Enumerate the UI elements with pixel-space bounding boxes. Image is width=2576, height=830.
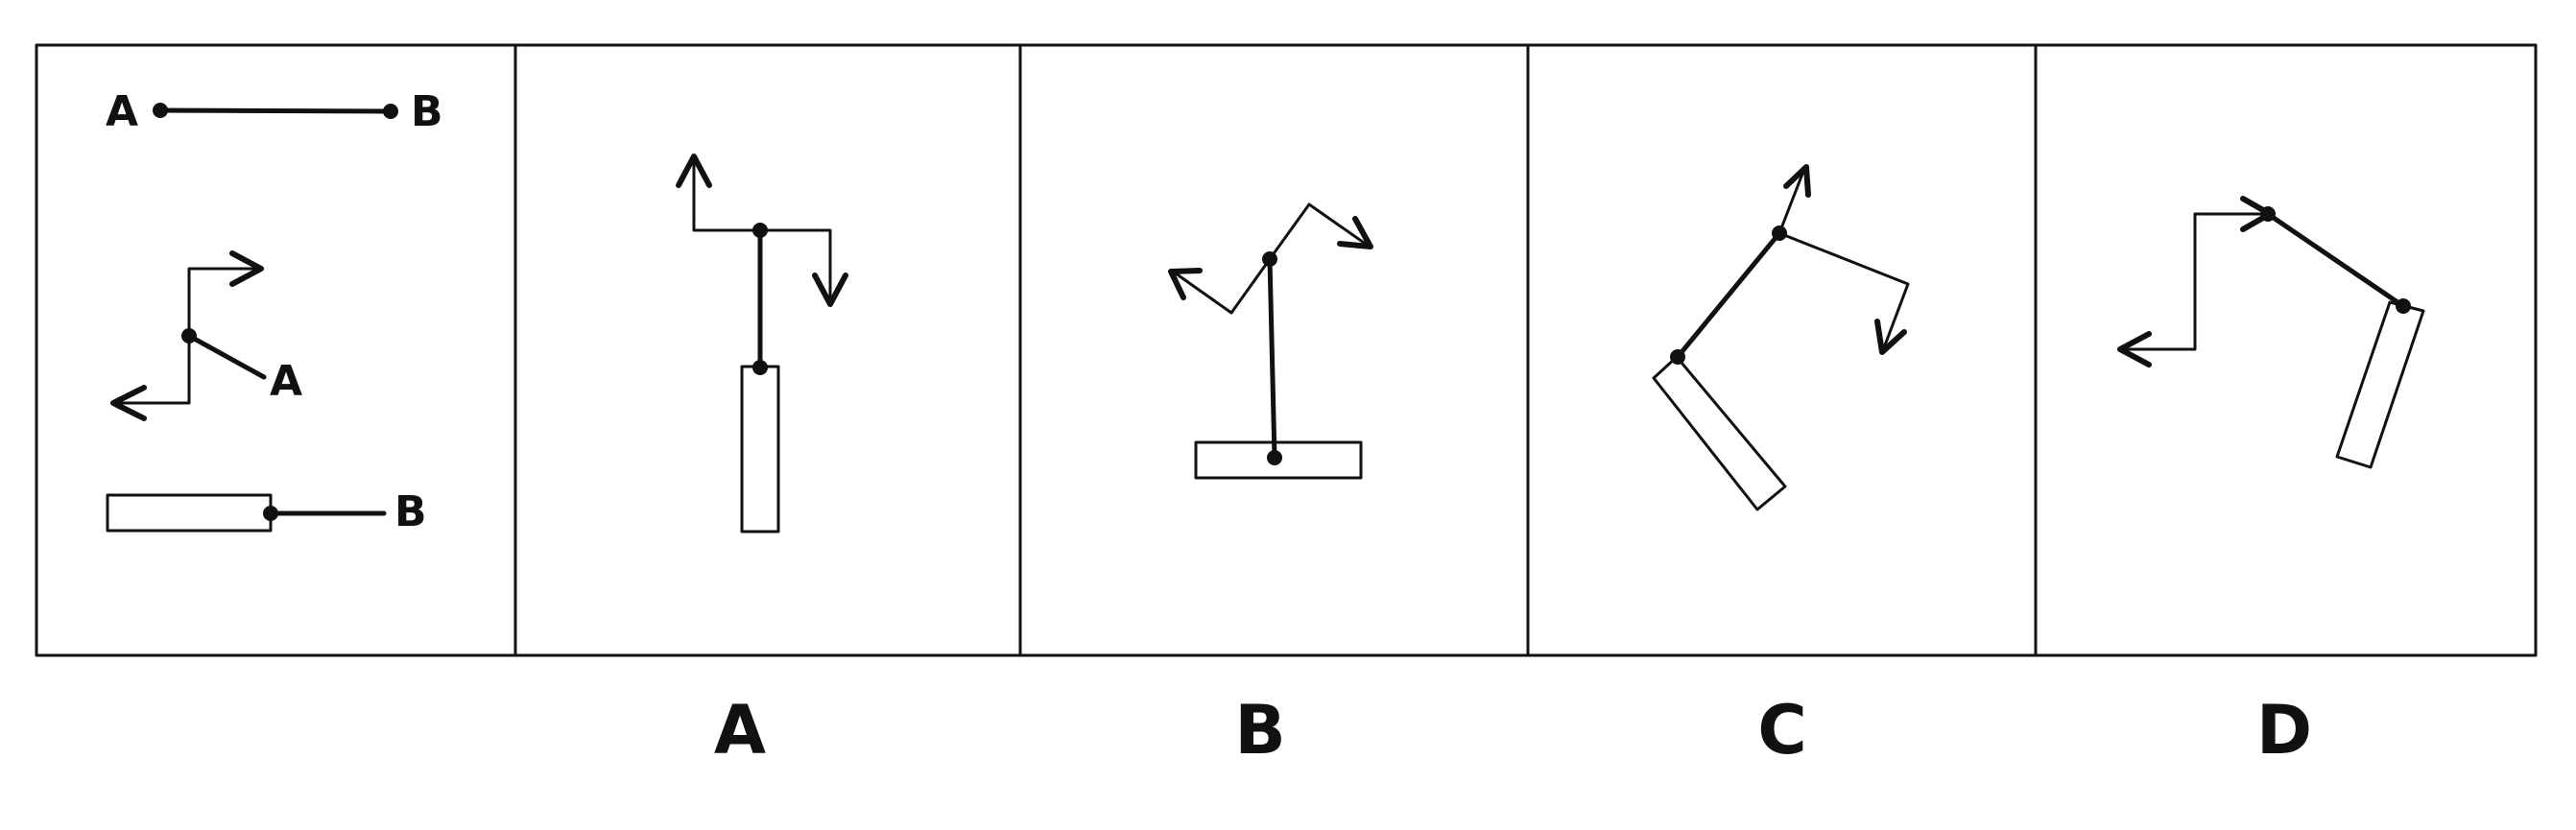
reference-point-b — [383, 104, 398, 119]
option-b-joint-top — [1262, 251, 1277, 267]
arrow-head-icon — [2117, 331, 2152, 368]
arrow-head-icon — [229, 250, 264, 287]
option-c-arrow-down — [1777, 231, 1910, 352]
option-a-joint-top — [752, 223, 768, 238]
reference-arrow-up-right — [187, 267, 261, 338]
reference-label-a: A — [106, 87, 138, 136]
reference-arrow-down-left — [113, 334, 191, 405]
option-label-a[interactable]: A — [714, 691, 766, 770]
arrow-head-icon — [676, 154, 712, 188]
reference-arm — [186, 333, 267, 380]
option-a-arrow-left — [692, 156, 762, 232]
arrow-head-icon — [1874, 319, 1907, 355]
option-d-rod — [2265, 211, 2406, 309]
option-b-rod — [1267, 256, 1277, 461]
option-a-joint-bottom — [752, 360, 768, 375]
option-c-figure — [1652, 164, 1910, 511]
option-label-d[interactable]: D — [2256, 691, 2312, 770]
option-label-b[interactable]: B — [1234, 691, 1285, 770]
reference-point-a — [153, 103, 168, 118]
option-b-arrow-left — [1174, 257, 1272, 315]
option-c-arrow-up — [1777, 167, 1806, 235]
reference-block-label: B — [394, 487, 427, 536]
option-c-joint-bottom — [1670, 349, 1685, 365]
arrow-head-icon — [1783, 164, 1811, 198]
reference-panel — [106, 103, 398, 533]
reference-block-joint — [263, 506, 278, 521]
option-d-block — [2335, 300, 2425, 469]
option-c-rod — [1675, 230, 1782, 360]
option-b-arrow-right — [1268, 202, 1369, 261]
option-d-joint-top — [2260, 206, 2276, 222]
option-a-block — [740, 365, 780, 534]
option-b-block — [1194, 440, 1363, 480]
reference-joint-label: A — [270, 357, 302, 406]
arrow-head-icon — [110, 385, 147, 421]
option-d-joint-bottom — [2396, 298, 2411, 314]
option-b-figure — [1168, 202, 1373, 480]
option-c-block — [1652, 355, 1787, 511]
puzzle-frame — [35, 43, 2538, 657]
arrow-head-icon — [812, 273, 848, 307]
reference-block — [106, 493, 273, 533]
reference-joint — [181, 328, 197, 344]
reference-segment — [157, 107, 394, 114]
option-a-arrow-right — [758, 228, 832, 304]
option-a-figure — [676, 154, 848, 534]
option-d-figure — [2117, 196, 2425, 469]
option-c-joint-top — [1772, 225, 1787, 241]
reference-label-b: B — [411, 87, 443, 136]
arrow-head-icon — [1337, 216, 1373, 249]
option-label-c[interactable]: C — [1757, 691, 1806, 770]
option-d-arrow-left — [2120, 212, 2197, 351]
option-b-joint-bottom — [1267, 450, 1282, 465]
arrow-head-icon — [1168, 268, 1203, 300]
